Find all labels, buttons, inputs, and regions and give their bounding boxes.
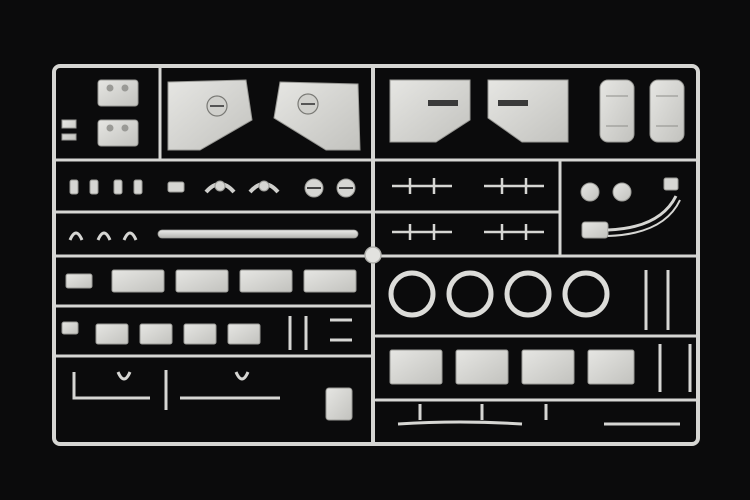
right-vertical-fittings <box>644 270 692 392</box>
bottom-right-bars <box>397 404 680 426</box>
stowage-bin-left <box>167 79 253 151</box>
bottom-left-fittings <box>72 370 280 410</box>
armor-plate-left <box>389 79 471 143</box>
vertical-struts <box>288 316 352 350</box>
hatch-panels <box>599 79 685 143</box>
lower-panel-row <box>389 349 635 385</box>
cable-part <box>581 177 681 239</box>
sprue-frame <box>52 64 700 446</box>
ring-parts <box>388 270 610 318</box>
long-rod-part <box>157 229 359 239</box>
small-box-row <box>61 321 261 345</box>
round-lamp-parts <box>580 182 632 202</box>
rail-parts <box>392 178 544 240</box>
hooks-and-rod <box>68 231 138 241</box>
armor-plate-right <box>487 79 569 143</box>
stowage-bin-right <box>273 81 361 151</box>
sprue-gate-hub <box>364 246 382 264</box>
bracket-box-part <box>325 387 353 421</box>
small-fittings-row <box>69 178 356 198</box>
storage-box-row <box>65 269 357 293</box>
small-bracket-parts <box>61 79 139 147</box>
